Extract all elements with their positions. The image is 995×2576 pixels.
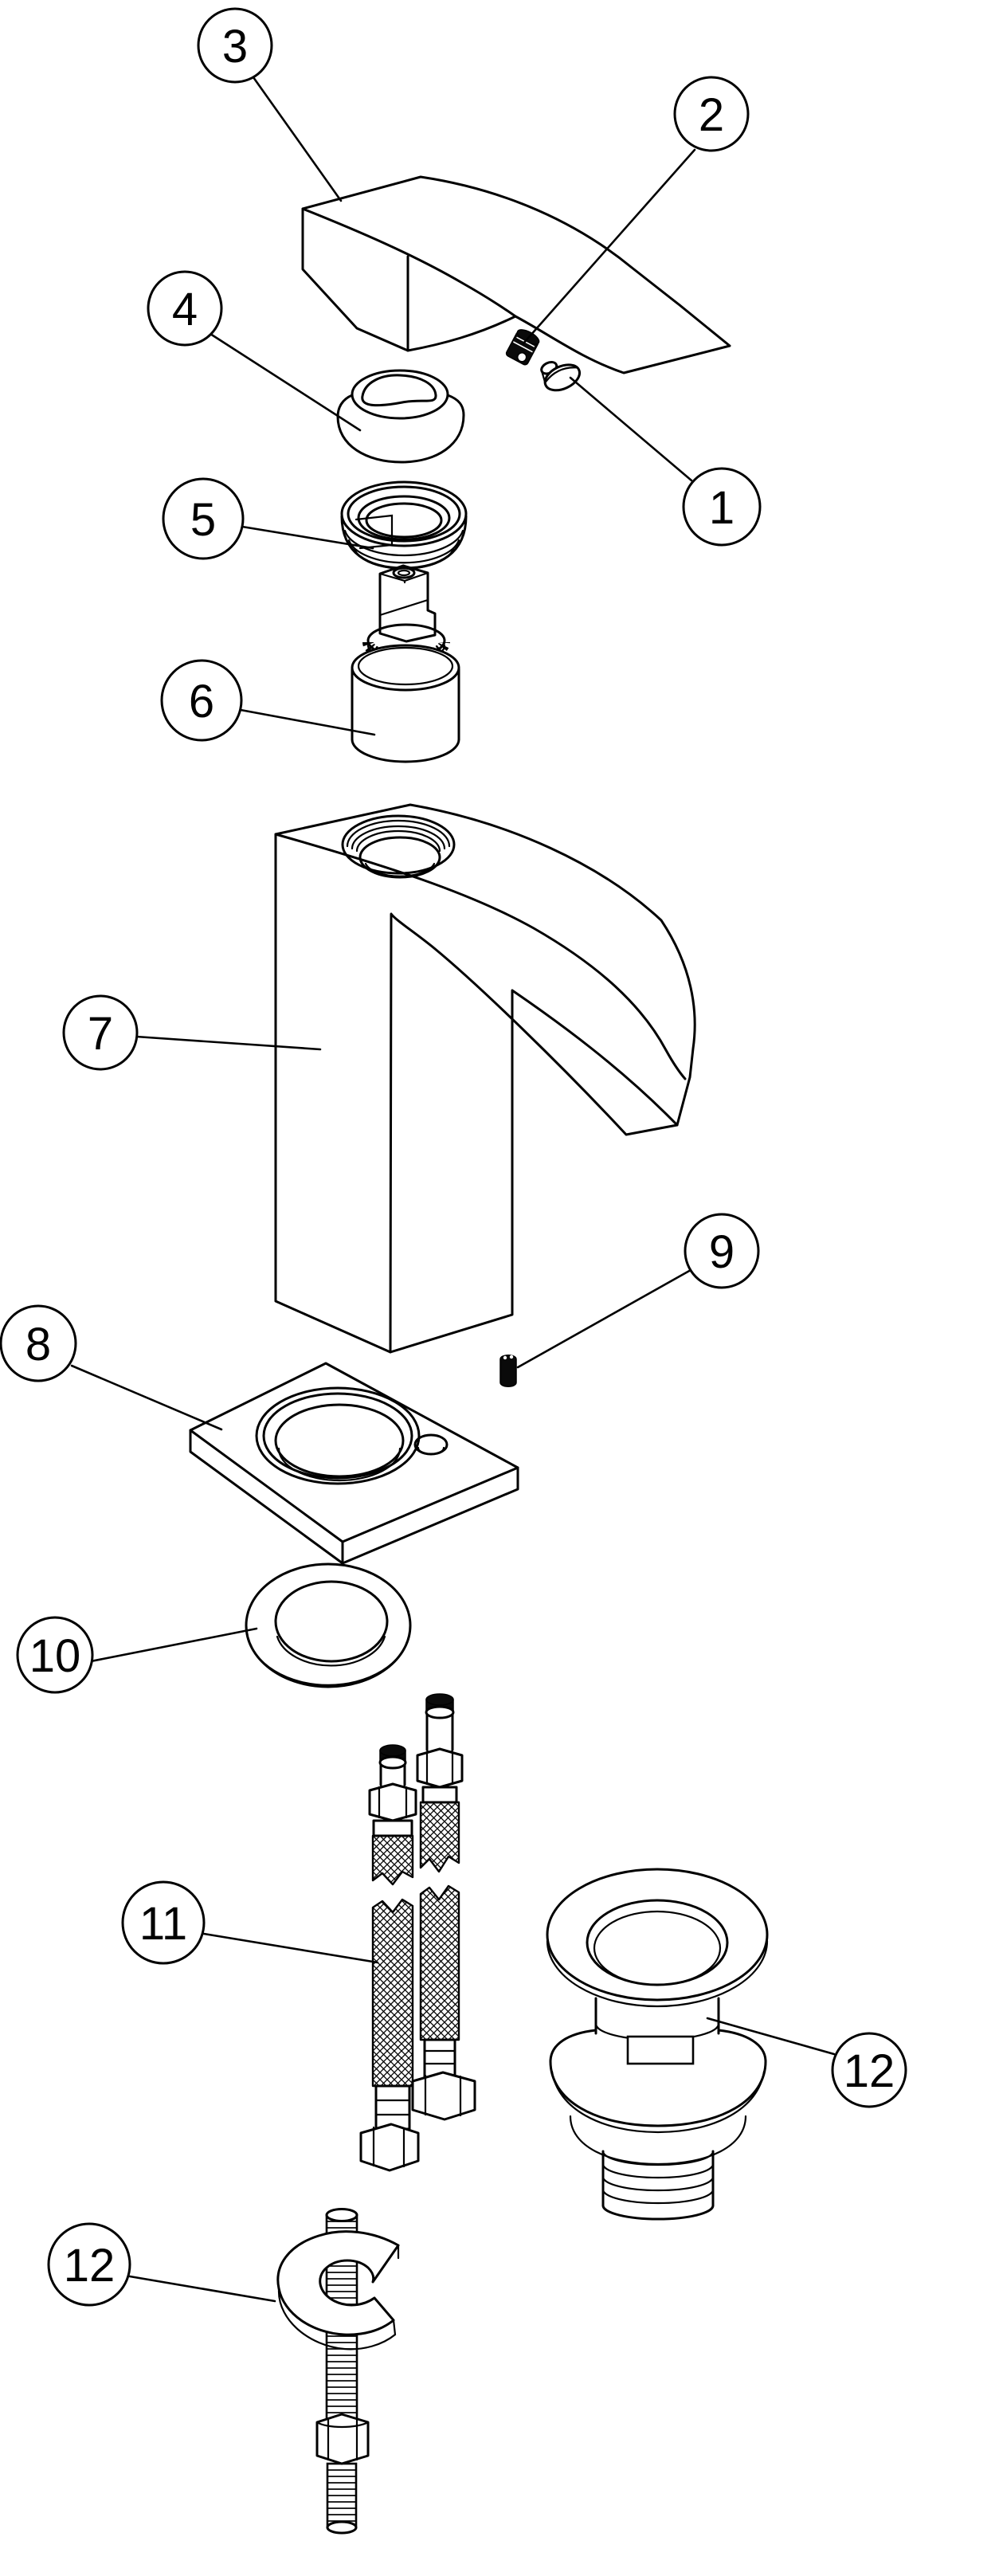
callout-6: 6: [160, 659, 376, 742]
hose-right: [411, 1693, 476, 2121]
callout-5: 5: [162, 477, 374, 560]
part-base-plate: [189, 1362, 519, 1565]
leader-line: [522, 148, 696, 345]
callout-circle: [0, 1304, 77, 1382]
callout-label: 7: [88, 1008, 113, 1060]
callout-circle: [121, 1880, 206, 1965]
callout-label: 12: [844, 2045, 895, 2097]
callout-circle: [684, 1213, 760, 1289]
callout-circle: [673, 76, 750, 152]
hose-left: [359, 1744, 420, 2172]
leader-line: [202, 1932, 379, 1964]
callout-circle: [147, 270, 223, 347]
part-flexible-hoses: [359, 1693, 476, 2172]
leader-line: [128, 2275, 276, 2303]
callout-label: 3: [222, 21, 248, 73]
hex-socket-icon: [516, 352, 527, 363]
callout-label: 1: [709, 482, 734, 534]
part-faucet-body: [274, 803, 696, 1354]
leader-line: [706, 2017, 836, 2056]
callout-circle: [16, 1616, 94, 1694]
callout-3: 3: [197, 7, 343, 202]
callout-circle: [160, 659, 243, 742]
part-handle-lever: [301, 175, 731, 374]
callout-circle: [831, 2032, 907, 2108]
callout-1: 1: [569, 376, 762, 547]
callout-label: 4: [172, 284, 198, 335]
callout-7: 7: [62, 994, 322, 1071]
leader-line: [516, 1268, 692, 1369]
leader-line: [569, 376, 693, 482]
callout-label: 6: [189, 676, 214, 727]
callout-label: 12: [64, 2240, 116, 2292]
callout-circle: [47, 2222, 131, 2307]
callout-12-fixing: 12: [47, 2222, 276, 2307]
leader-line: [135, 1035, 322, 1051]
callout-2: 2: [522, 76, 750, 345]
part-basin-waste: [546, 1868, 769, 2221]
callout-4: 4: [147, 270, 362, 432]
callout-10: 10: [16, 1616, 258, 1694]
callout-label: 5: [190, 494, 216, 546]
leader-line: [70, 1364, 223, 1431]
leader-line: [252, 76, 343, 202]
leader-line: [89, 1627, 258, 1663]
part-handle-base-ring: [336, 369, 465, 464]
callout-circle: [682, 467, 762, 547]
callout-11: 11: [121, 1880, 379, 1965]
part-ceramic-cartridge: [351, 564, 460, 763]
callout-circle: [197, 7, 273, 84]
callout-9: 9: [516, 1213, 760, 1369]
leader-line: [209, 332, 362, 432]
callout-label: 9: [709, 1226, 734, 1278]
part-fixing-kit: [276, 2208, 400, 2535]
callout-12-waste: 12: [706, 2017, 907, 2108]
part-base-washer: [245, 1562, 412, 1688]
callout-circle: [62, 994, 139, 1071]
part-grub-screw: [499, 1355, 517, 1387]
callout-label: 10: [29, 1630, 81, 1682]
leader-line: [241, 525, 374, 550]
callout-circle: [162, 477, 245, 560]
callout-label: 2: [699, 89, 724, 141]
part-cap-plug: [540, 360, 582, 392]
leader-line: [239, 708, 376, 736]
part-lock-nut: [340, 480, 468, 570]
callout-label: 11: [139, 1898, 187, 1950]
callout-8: 8: [0, 1304, 223, 1431]
callout-label: 8: [25, 1319, 51, 1370]
